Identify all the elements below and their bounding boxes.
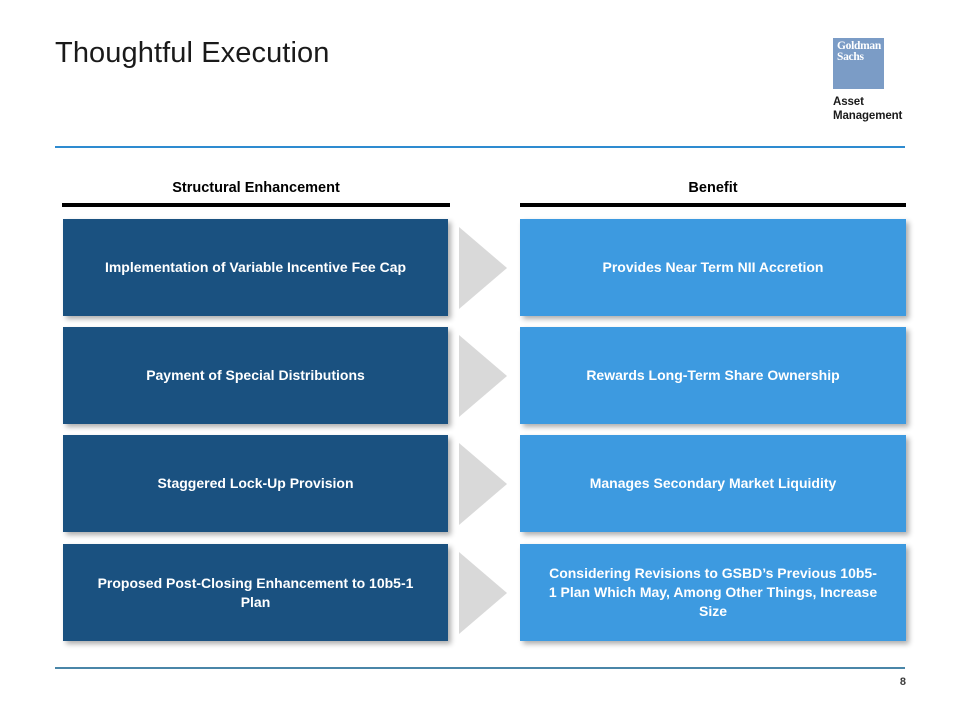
structural-enhancement-box: Proposed Post-Closing Enhancement to 10b… bbox=[63, 544, 448, 641]
benefit-box: Rewards Long-Term Share Ownership bbox=[520, 327, 906, 424]
logo-mark-line-1: Goldman bbox=[837, 40, 881, 52]
goldman-sachs-logo-mark: Goldman Sachs bbox=[833, 38, 884, 89]
arrow-right-icon bbox=[459, 552, 507, 634]
table-row: Proposed Post-Closing Enhancement to 10b… bbox=[0, 544, 960, 641]
page-number: 8 bbox=[899, 676, 906, 688]
arrow-right-icon bbox=[459, 335, 507, 417]
logo-mark-line-2: Sachs bbox=[837, 51, 864, 63]
logo-caption: Asset Management bbox=[833, 96, 933, 123]
logo-caption-line-1: Asset bbox=[833, 96, 864, 108]
column-header-benefit: Benefit bbox=[688, 180, 738, 196]
arrow-right-icon bbox=[459, 443, 507, 525]
column-rule-right bbox=[520, 203, 906, 207]
structural-enhancement-box: Payment of Special Distributions bbox=[63, 327, 448, 424]
table-row: Staggered Lock-Up Provision Manages Seco… bbox=[0, 435, 960, 532]
column-rule-left bbox=[62, 203, 450, 207]
table-row: Payment of Special Distributions Rewards… bbox=[0, 327, 960, 424]
table-row: Implementation of Variable Incentive Fee… bbox=[0, 219, 960, 316]
column-header-structural-enhancement: Structural Enhancement bbox=[172, 180, 340, 196]
title-divider bbox=[55, 146, 905, 148]
logo-mark-text: Goldman Sachs bbox=[837, 40, 881, 63]
logo-caption-line-2: Management bbox=[833, 109, 903, 122]
page-title: Thoughtful Execution bbox=[55, 37, 330, 69]
footer-divider bbox=[55, 667, 905, 669]
goldman-sachs-logo: Goldman Sachs Asset Management bbox=[833, 38, 933, 123]
structural-enhancement-box: Implementation of Variable Incentive Fee… bbox=[63, 219, 448, 316]
benefit-box: Considering Revisions to GSBD’s Previous… bbox=[520, 544, 906, 641]
benefit-box: Manages Secondary Market Liquidity bbox=[520, 435, 906, 532]
arrow-right-icon bbox=[459, 227, 507, 309]
structural-enhancement-box: Staggered Lock-Up Provision bbox=[63, 435, 448, 532]
benefit-box: Provides Near Term NII Accretion bbox=[520, 219, 906, 316]
